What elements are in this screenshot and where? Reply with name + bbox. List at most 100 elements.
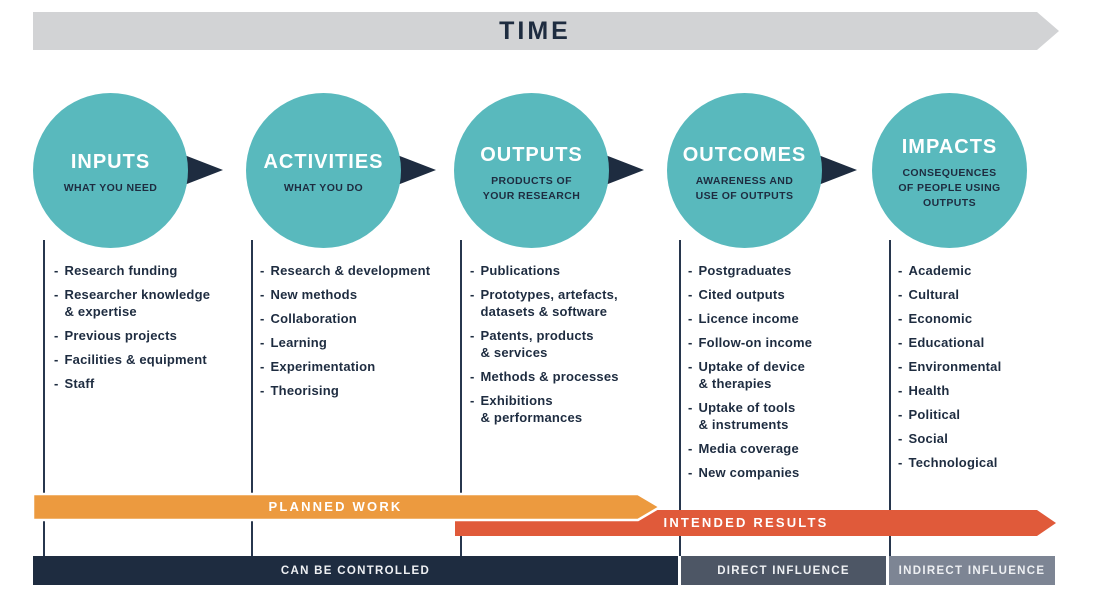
list-item-dash: - — [470, 287, 475, 302]
list-item: -Publications — [470, 262, 668, 279]
list-item-dash: - — [260, 287, 265, 302]
stage-items-inputs: -Research funding-Researcher knowledge &… — [54, 262, 252, 399]
list-item: -Cited outputs — [688, 286, 876, 303]
list-item: -Theorising — [260, 382, 458, 399]
list-item: -New companies — [688, 464, 876, 481]
stage-subtitle: WHAT YOU NEED — [63, 182, 158, 195]
column-guide-line — [251, 240, 253, 556]
list-item-dash: - — [898, 383, 903, 398]
list-item-dash: - — [898, 431, 903, 446]
list-item: -Licence income — [688, 310, 876, 327]
list-item-text: Political — [908, 407, 961, 422]
list-item-text: Research & development — [270, 263, 431, 278]
list-item-dash: - — [470, 393, 475, 408]
time-arrow-tip-icon — [1037, 12, 1059, 50]
column-guide-line — [460, 240, 462, 556]
column-guide-line — [889, 240, 891, 556]
list-item: -Environmental — [898, 358, 1078, 375]
list-item-text: Media coverage — [698, 441, 799, 456]
list-item-dash: - — [898, 287, 903, 302]
list-item-dash: - — [688, 400, 693, 415]
list-item-text: Cultural — [908, 287, 960, 302]
list-item-dash: - — [688, 287, 693, 302]
list-item-text: Exhibitions & performances — [480, 393, 583, 425]
time-label: TIME — [499, 16, 571, 45]
list-item-dash: - — [54, 328, 59, 343]
column-guide-line — [43, 240, 45, 556]
list-item-text: Uptake of device & therapies — [698, 359, 806, 391]
stage-title: ACTIVITIES — [263, 151, 384, 174]
list-item-text: Academic — [908, 263, 972, 278]
list-item-text: Postgraduates — [698, 263, 792, 278]
list-item-text: Experimentation — [270, 359, 376, 374]
list-item-dash: - — [54, 287, 59, 302]
list-item-text: Research funding — [64, 263, 178, 278]
list-item-text: Publications — [480, 263, 561, 278]
list-item: -Prototypes, artefacts, datasets & softw… — [470, 286, 668, 320]
list-item: -Staff — [54, 375, 252, 392]
list-item-text: Researcher knowledge & expertise — [64, 287, 211, 319]
list-item-text: Staff — [64, 376, 95, 391]
stage-title: OUTCOMES — [682, 143, 807, 166]
list-item-text: Uptake of tools & instruments — [698, 400, 796, 432]
list-item-dash: - — [898, 263, 903, 278]
list-item-dash: - — [260, 383, 265, 398]
stage-items-impacts: -Academic-Cultural-Economic-Educational-… — [898, 262, 1078, 478]
list-item: -Cultural — [898, 286, 1078, 303]
list-item-dash: - — [470, 263, 475, 278]
list-item: -Uptake of device & therapies — [688, 358, 876, 392]
list-item-text: Methods & processes — [480, 369, 619, 384]
list-item-dash: - — [688, 359, 693, 374]
list-item: -Social — [898, 430, 1078, 447]
list-item-text: Economic — [908, 311, 973, 326]
list-item: -Uptake of tools & instruments — [688, 399, 876, 433]
time-banner: TIME — [33, 12, 1059, 50]
list-item: -Researcher knowledge & expertise — [54, 286, 252, 320]
list-item-text: Collaboration — [270, 311, 357, 326]
list-item-text: Patents, products & services — [480, 328, 594, 360]
list-item-dash: - — [688, 441, 693, 456]
list-item-text: Social — [908, 431, 949, 446]
list-item-dash: - — [898, 335, 903, 350]
list-item-text: Cited outputs — [698, 287, 785, 302]
list-item: -Health — [898, 382, 1078, 399]
list-item: -Exhibitions & performances — [470, 392, 668, 426]
list-item-dash: - — [54, 352, 59, 367]
list-item-text: Follow-on income — [698, 335, 813, 350]
list-item: -New methods — [260, 286, 458, 303]
list-item: -Experimentation — [260, 358, 458, 375]
stage-subtitle: AWARENESS AND USE OF OUTPUTS — [695, 174, 794, 202]
stage-circle: OUTCOMES AWARENESS AND USE OF OUTPUTS — [667, 93, 822, 248]
list-item-text: Previous projects — [64, 328, 178, 343]
list-item-dash: - — [898, 359, 903, 374]
list-item-text: Technological — [908, 455, 998, 470]
footer-segment-can-be-controlled: CAN BE CONTROLLED — [33, 556, 678, 585]
list-item: -Economic — [898, 310, 1078, 327]
stage-items-outcomes: -Postgraduates-Cited outputs-Licence inc… — [688, 262, 876, 488]
list-item-dash: - — [54, 263, 59, 278]
list-item-dash: - — [688, 465, 693, 480]
list-item-text: New companies — [698, 465, 800, 480]
list-item: -Patents, products & services — [470, 327, 668, 361]
list-item: -Educational — [898, 334, 1078, 351]
list-item: -Research funding — [54, 262, 252, 279]
column-guide-line — [679, 240, 681, 556]
list-item-dash: - — [898, 311, 903, 326]
list-item-dash: - — [688, 311, 693, 326]
list-item-text: New methods — [270, 287, 358, 302]
footer-segment-direct-influence: DIRECT INFLUENCE — [681, 556, 886, 585]
list-item: -Political — [898, 406, 1078, 423]
footer-segment-indirect-influence: INDIRECT INFLUENCE — [889, 556, 1055, 585]
stage-outcomes: OUTCOMES AWARENESS AND USE OF OUTPUTS — [667, 93, 857, 248]
stage-items-activities: -Research & development-New methods-Coll… — [260, 262, 458, 406]
list-item-text: Prototypes, artefacts, datasets & softwa… — [480, 287, 618, 319]
list-item-dash: - — [260, 359, 265, 374]
list-item-dash: - — [898, 455, 903, 470]
